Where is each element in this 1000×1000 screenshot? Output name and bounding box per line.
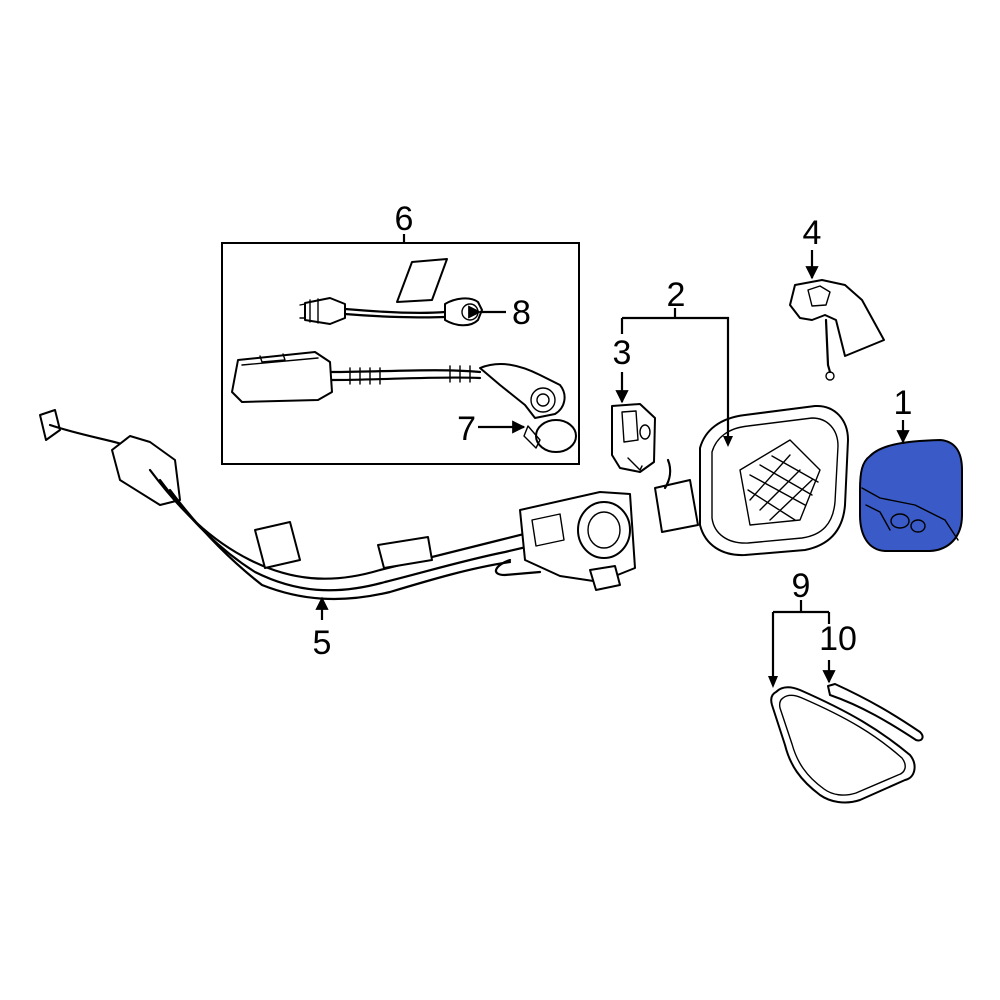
- callout-5: 5: [313, 624, 332, 662]
- part-9-seal: 9: [768, 567, 916, 804]
- callout-6: 6: [395, 200, 414, 238]
- part-10-trim-strip: 10: [819, 612, 924, 742]
- portable-charger: [231, 351, 566, 419]
- part-4-bracket: 4: [789, 214, 885, 381]
- callout-9: 9: [792, 567, 811, 605]
- callout-2: 2: [667, 276, 686, 314]
- kit-box: [221, 242, 580, 465]
- callout-4: 4: [803, 214, 822, 252]
- callout-3: 3: [613, 334, 632, 372]
- callout-10: 10: [819, 620, 857, 658]
- cable-tag: [396, 258, 448, 303]
- part-2-charge-port-housing: 2: [620, 276, 849, 557]
- part-3-module: 3: [611, 334, 656, 473]
- part-1-charge-port-door: 1: [859, 384, 963, 552]
- callout-8: 8: [512, 294, 531, 332]
- part-8-adapter-cable: 8: [299, 258, 531, 332]
- kit-group-6: 6 8 7: [221, 200, 580, 465]
- part-5-charging-harness: 5: [39, 409, 636, 662]
- part-7-cap: 7: [457, 410, 577, 453]
- callout-7: 7: [457, 410, 476, 448]
- callout-1: 1: [894, 384, 913, 422]
